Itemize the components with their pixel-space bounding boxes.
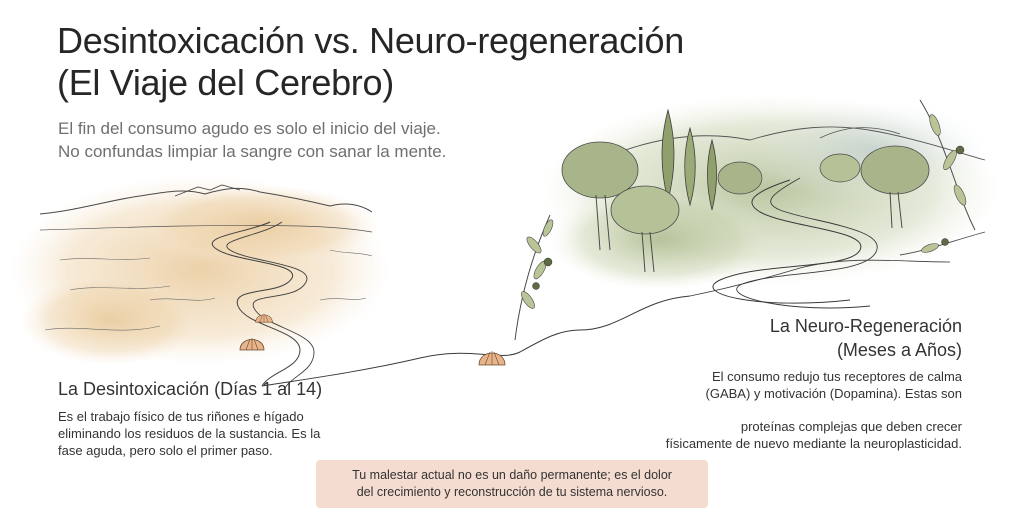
callout-line-2: del crecimiento y reconstrucción de tu s… bbox=[356, 485, 668, 499]
detox-description: Es el trabajo físico de tus riñones e hí… bbox=[58, 408, 358, 459]
subtitle-line-2: No confundas limpiar la sangre con sanar… bbox=[58, 142, 447, 161]
olive-branch-icon bbox=[899, 99, 986, 256]
desert-landscape bbox=[10, 175, 390, 391]
detox-heading: La Desintoxicación (Días 1 al 14) bbox=[58, 379, 323, 399]
olive-branch-icon bbox=[514, 214, 554, 341]
regeneration-line-4: físicamente de nuevo mediante la neuropl… bbox=[665, 436, 962, 451]
regeneration-line-2: (GABA) y motivación (Dopamina). Estas so… bbox=[705, 386, 962, 401]
scallop-shell-icon bbox=[255, 313, 273, 323]
regeneration-heading-line-1: La Neuro-Regeneración bbox=[769, 316, 962, 336]
detox-line-1: Es el trabajo físico de tus riñones e hí… bbox=[58, 409, 304, 424]
regeneration-heading-line-2: (Meses a Años) bbox=[836, 340, 962, 360]
regeneration-line-3: proteínas complejas que deben crecer bbox=[740, 419, 962, 434]
regeneration-heading: La Neuro-Regeneración (Meses a Años) bbox=[662, 314, 962, 362]
scallop-shell-icon bbox=[478, 351, 506, 366]
regeneration-description-cont: proteínas complejas que deben crecer fís… bbox=[602, 418, 962, 452]
page-subtitle: El fin del consumo agudo es solo el inic… bbox=[58, 117, 446, 163]
detox-line-2: eliminando los residuos de la sustancia.… bbox=[58, 426, 321, 441]
title-line-2: (El Viaje del Cerebro) bbox=[57, 62, 394, 103]
callout-line-1: Tu malestar actual no es un daño permane… bbox=[352, 468, 672, 482]
regeneration-description: El consumo redujo tus receptores de calm… bbox=[622, 368, 962, 402]
scallop-shell-icon bbox=[239, 338, 265, 351]
cypress-tree-icon bbox=[661, 108, 717, 211]
olive-tree-icon bbox=[561, 141, 930, 273]
subtitle-line-1: El fin del consumo agudo es solo el inic… bbox=[58, 119, 441, 138]
journey-path-line bbox=[261, 295, 691, 387]
title-line-1: Desintoxicación vs. Neuro-regeneración bbox=[57, 20, 684, 61]
reassurance-callout: Tu malestar actual no es un daño permane… bbox=[316, 460, 708, 508]
page-title: Desintoxicación vs. Neuro-regeneración (… bbox=[57, 20, 684, 104]
detox-line-3: fase aguda, pero solo el primer paso. bbox=[58, 443, 273, 458]
green-landscape bbox=[540, 95, 1000, 309]
regeneration-line-1: El consumo redujo tus receptores de calm… bbox=[711, 369, 962, 384]
